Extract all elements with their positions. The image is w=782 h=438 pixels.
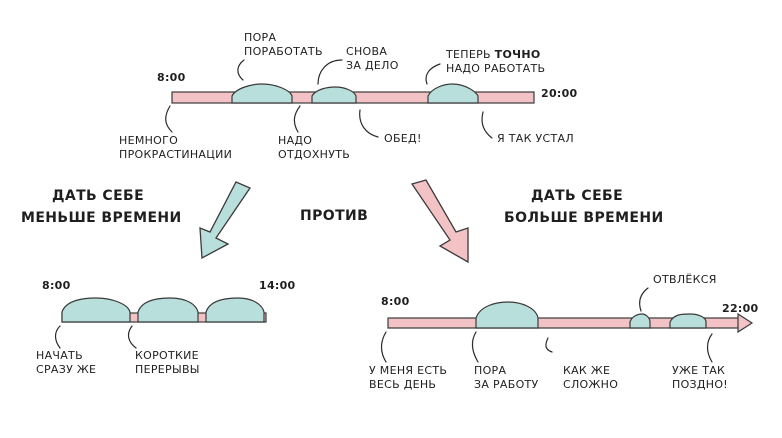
right-end-time: 22:00 bbox=[722, 302, 759, 315]
comparison-headings: ДАТЬ СЕБЕ МЕНЬШЕ ВРЕМЕНИ ПРОТИВ ДАТЬ СЕБ… bbox=[21, 179, 664, 264]
right-label-late-2: ПОЗДНО! bbox=[672, 378, 728, 391]
right-label-hard-2: СЛОЖНО bbox=[563, 378, 618, 391]
left-work-block-1 bbox=[61, 297, 131, 323]
top-timeline: 8:00 20:00 ПОРА ПОРАБОТАТЬ СНОВА ЗА ДЕЛО… bbox=[119, 31, 578, 161]
right-label-time-1: ПОРА bbox=[474, 364, 506, 377]
top-label-lunch: ОБЕД! bbox=[384, 132, 422, 145]
top-pointer-again bbox=[317, 59, 343, 85]
right-label-whole-day-1: У МЕНЯ ЕСТЬ bbox=[369, 364, 447, 377]
top-label-procrastination-1: НЕМНОГО bbox=[119, 134, 178, 147]
right-label-late-1: УЖЕ ТАК bbox=[672, 364, 725, 377]
right-label-whole-day-2: ВЕСЬ ДЕНЬ bbox=[369, 378, 436, 391]
top-label-now-1: ТЕПЕРЬ ТОЧНО bbox=[445, 48, 540, 61]
right-timeline-arrowhead bbox=[737, 312, 754, 334]
left-pointer-breaks bbox=[127, 325, 137, 349]
right-pointer-time bbox=[471, 331, 479, 363]
right-label-distracted: ОТВЛЁКСЯ bbox=[653, 273, 717, 286]
top-pointer-now bbox=[425, 63, 441, 85]
top-pointer-time-to-work bbox=[237, 59, 245, 81]
left-heading-1: ДАТЬ СЕБЕ bbox=[52, 188, 144, 204]
top-pointer-lunch bbox=[359, 109, 379, 138]
versus-label: ПРОТИВ bbox=[300, 208, 368, 224]
left-start-time: 8:00 bbox=[42, 279, 71, 292]
left-pointer-start bbox=[54, 325, 61, 349]
top-label-again-2: ЗА ДЕЛО bbox=[346, 59, 399, 72]
arrow-to-less-time bbox=[199, 181, 251, 260]
top-label-now-2: НАДО РАБОТАТЬ bbox=[446, 62, 545, 75]
left-heading-2: МЕНЬШЕ ВРЕМЕНИ bbox=[21, 210, 182, 226]
top-pointer-rest bbox=[293, 105, 301, 133]
left-timeline: 8:00 14:00 НАЧАТЬ СРАЗУ ЖЕ КОРОТКИЕ ПЕРЕ… bbox=[36, 279, 296, 376]
right-start-time: 8:00 bbox=[381, 295, 410, 308]
right-work-block-1 bbox=[475, 301, 539, 329]
top-end-time: 20:00 bbox=[541, 87, 578, 100]
top-label-rest-2: ОТДОХНУТЬ bbox=[278, 148, 350, 161]
left-work-block-3 bbox=[205, 297, 265, 323]
left-label-start-1: НАЧАТЬ bbox=[36, 349, 83, 362]
arrow-to-more-time bbox=[410, 179, 469, 264]
top-label-again-1: СНОВА bbox=[346, 45, 387, 58]
top-label-time-to-work-1: ПОРА bbox=[244, 31, 276, 44]
right-pointer-hard bbox=[545, 337, 553, 353]
right-pointer-late bbox=[706, 333, 713, 363]
right-label-time-2: ЗА РАБОТУ bbox=[474, 378, 539, 391]
right-work-block-2 bbox=[629, 313, 651, 329]
right-work-block-3 bbox=[669, 313, 707, 329]
top-pointer-procrastination bbox=[165, 105, 173, 133]
top-work-block-3 bbox=[427, 83, 479, 104]
right-pointer-distracted bbox=[639, 287, 649, 312]
top-work-block-2 bbox=[311, 86, 357, 104]
left-label-breaks-1: КОРОТКИЕ bbox=[135, 349, 199, 362]
right-pointer-whole-day bbox=[380, 331, 387, 363]
right-heading-2: БОЛЬШЕ ВРЕМЕНИ bbox=[504, 210, 664, 226]
right-timeline: 8:00 22:00 ОТВЛЁКСЯ У МЕНЯ ЕСТЬ ВЕСЬ ДЕН… bbox=[369, 273, 759, 391]
left-label-breaks-2: ПЕРЕРЫВЫ bbox=[135, 363, 200, 376]
top-pointer-tired bbox=[481, 111, 493, 139]
top-start-time: 8:00 bbox=[157, 71, 186, 84]
left-label-start-2: СРАЗУ ЖЕ bbox=[36, 363, 96, 376]
top-label-time-to-work-2: ПОРАБОТАТЬ bbox=[244, 45, 323, 58]
top-work-block-1 bbox=[231, 83, 293, 104]
top-label-procrastination-2: ПРОКРАСТИНАЦИИ bbox=[119, 148, 232, 161]
top-label-tired: Я ТАК УСТАЛ bbox=[497, 132, 574, 145]
right-heading-1: ДАТЬ СЕБЕ bbox=[531, 188, 623, 204]
top-label-rest-1: НАДО bbox=[278, 134, 312, 147]
left-end-time: 14:00 bbox=[259, 279, 296, 292]
right-label-hard-1: КАК ЖЕ bbox=[563, 364, 610, 377]
left-work-block-2 bbox=[137, 297, 199, 323]
